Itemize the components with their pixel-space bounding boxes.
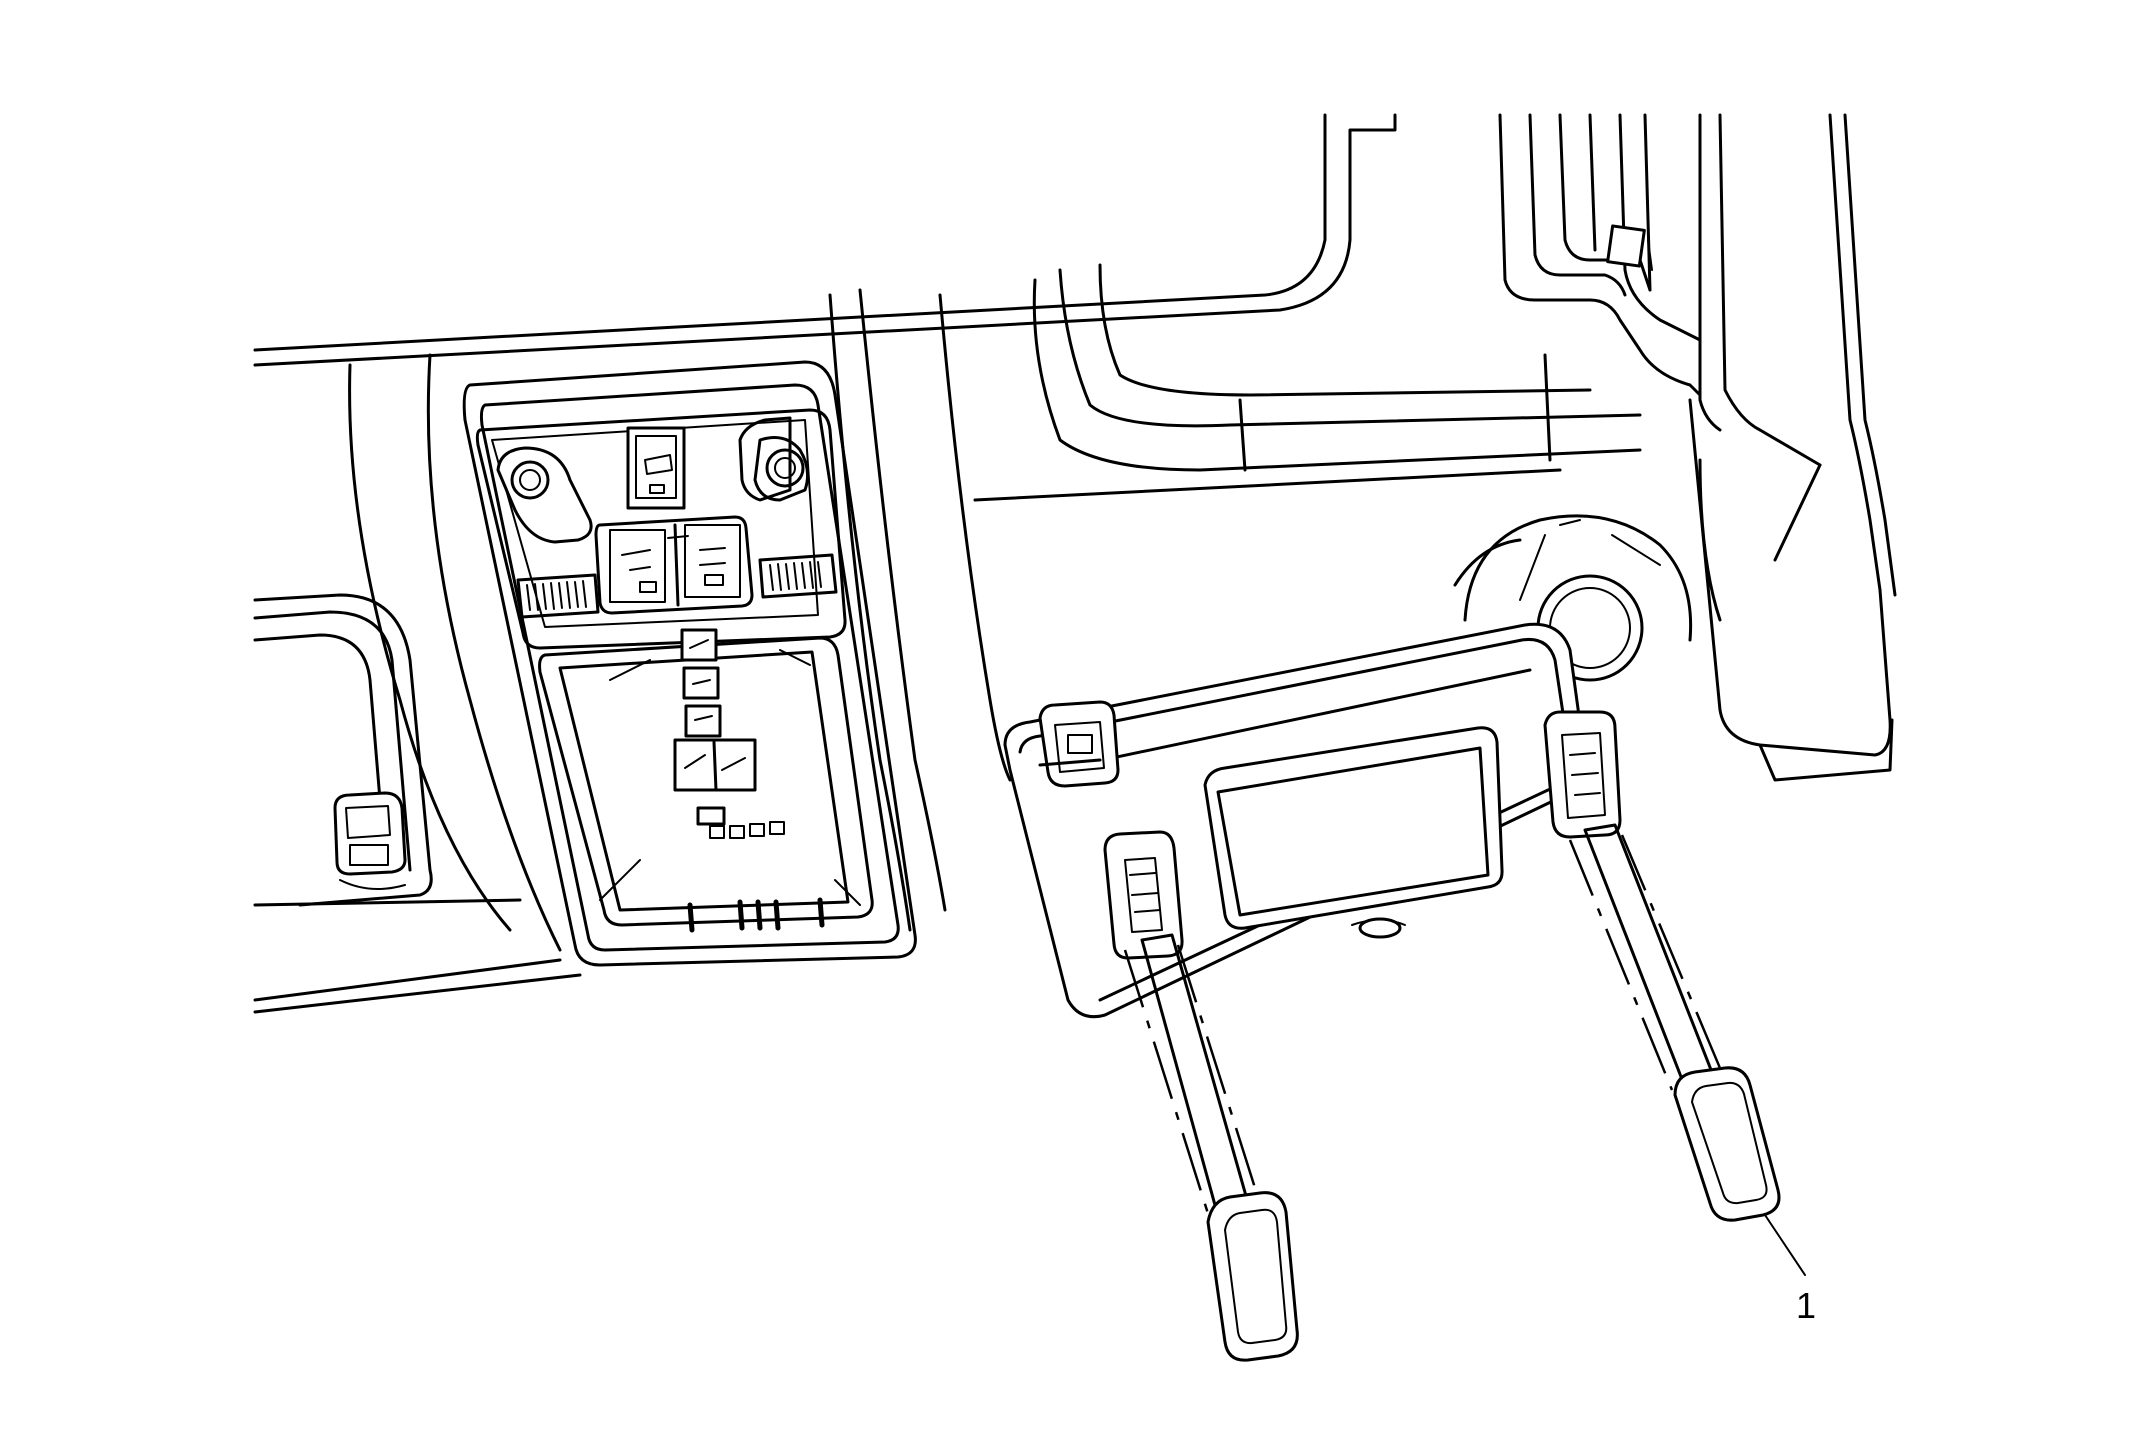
- vent-grille-left: [516, 573, 600, 619]
- left-handle-bezel: [253, 593, 433, 907]
- sunroof-switch[interactable]: [626, 426, 686, 510]
- rear-pillar-trim: [1498, 113, 1897, 782]
- map-lamp-right[interactable]: [753, 436, 810, 502]
- vanity-mirror: [1203, 726, 1504, 939]
- power-window-switches[interactable]: [594, 515, 754, 615]
- sunvisor-assembly: [1003, 622, 1622, 1019]
- handle-mount-left: [1103, 830, 1184, 960]
- vent-grille-right: [758, 553, 838, 599]
- assist-handle-left: [1123, 933, 1299, 1362]
- visor-retainer-clip: [1038, 700, 1120, 788]
- console-buttons[interactable]: [673, 628, 785, 839]
- headliner-panel: [253, 113, 1642, 1014]
- handle-mount-right: [1543, 710, 1622, 839]
- assist-handle-right: [1568, 823, 1781, 1222]
- map-lamp-left[interactable]: [496, 446, 593, 544]
- callout-1: 1: [1764, 1214, 1816, 1326]
- callout-number: 1: [1796, 1285, 1816, 1326]
- overhead-console: [462, 360, 917, 967]
